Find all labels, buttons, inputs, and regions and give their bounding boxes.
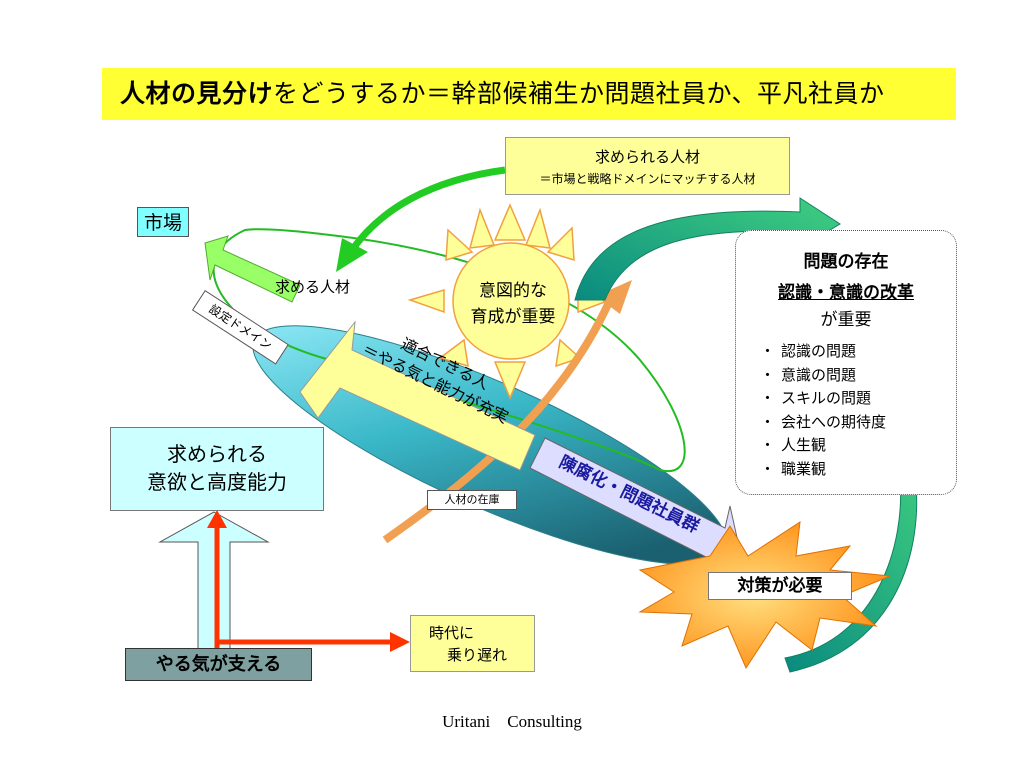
demand-box: 求められる人材 ＝市場と戦略ドメインにマッチする人材 <box>505 137 790 195</box>
sun-text: 意図的な 育成が重要 <box>448 278 578 330</box>
problem-item: 職業観 <box>760 458 956 482</box>
red-elbow-arrow <box>214 520 390 650</box>
stock-label: 人材の在庫 <box>427 490 517 510</box>
problem-subheading2: が重要 <box>820 310 872 330</box>
action-label: 対策が必要 <box>708 572 852 600</box>
demand-line1: 求められる人材 <box>594 148 700 166</box>
behind-line2: 乗り遅れ <box>447 646 508 664</box>
required-line1: 求められる <box>167 442 267 466</box>
title-rest: をどうするか＝幹部候補生か問題社員か、平凡社員か <box>273 79 885 108</box>
problem-item: スキルの問題 <box>760 387 956 411</box>
problem-item: 認識の問題 <box>760 340 956 364</box>
market-arrow <box>204 235 301 303</box>
page-title: 人材の見分けをどうするか＝幹部候補生か問題社員か、平凡社員か <box>102 68 956 120</box>
behind-box: 時代に 乗り遅れ <box>410 615 535 672</box>
problem-subheading: 認識・意識の改革 <box>778 283 914 303</box>
sun-line2: 育成が重要 <box>470 307 556 327</box>
problem-list: 認識の問題 意識の問題 スキルの問題 会社への期待度 人生観 職業観 <box>760 340 956 481</box>
problem-item: 人生観 <box>760 434 956 458</box>
fit-arrow <box>299 320 536 471</box>
motivation-box: やる気が支える <box>125 648 312 681</box>
red-arrowhead-right <box>390 632 410 652</box>
market-label: 市場 <box>137 207 189 237</box>
sun-line1: 意図的な <box>479 281 547 301</box>
demand-arrow <box>349 166 506 253</box>
problem-box: 問題の存在 認識・意識の改革 が重要 認識の問題 意識の問題 スキルの問題 会社… <box>735 230 957 495</box>
required-box: 求められる 意欲と高度能力 <box>110 427 324 511</box>
demand-line2: ＝市場と戦略ドメインにマッチする人材 <box>539 172 756 186</box>
problem-item: 意識の問題 <box>760 364 956 388</box>
problem-heading: 問題の存在 <box>803 252 889 272</box>
footer-credit: Uritani Consulting <box>442 712 582 731</box>
problem-item: 会社への期待度 <box>760 411 956 435</box>
seek-label: 求める人材 <box>275 278 351 296</box>
demand-arrowhead <box>336 238 368 272</box>
orange-arrowhead <box>596 280 632 314</box>
required-line2: 意欲と高度能力 <box>147 470 287 494</box>
teal-arc-arrow <box>574 197 841 301</box>
red-arrowhead-up <box>207 510 227 528</box>
support-up-arrow <box>158 511 270 651</box>
title-bold: 人材の見分け <box>120 79 274 108</box>
behind-line1: 時代に <box>429 624 475 642</box>
